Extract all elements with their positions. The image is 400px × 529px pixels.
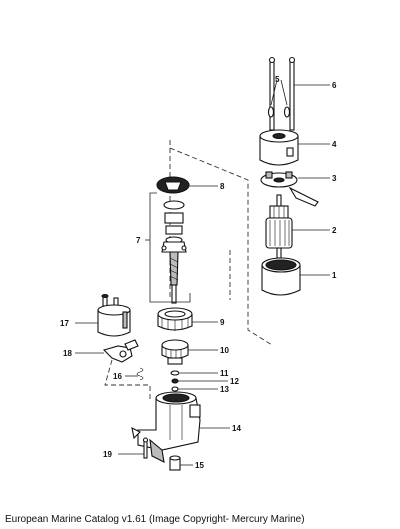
part-19-pin (142, 437, 149, 459)
callout-3: 3 (332, 174, 337, 183)
part-5-washers (267, 106, 291, 118)
part-2-armature (265, 194, 293, 259)
assembly-guide-lines (104, 140, 273, 400)
callout-numbers: 1 2 3 4 5 6 7 8 9 10 11 12 13 14 15 16 1… (60, 75, 337, 470)
callout-2: 2 (332, 226, 337, 235)
callout-11: 11 (220, 369, 229, 378)
part-14-drive-housing (131, 391, 201, 463)
part-6-through-bolts (268, 56, 296, 131)
callout-7: 7 (136, 236, 141, 245)
callout-14: 14 (232, 424, 241, 433)
part-18-shift-lever (102, 339, 139, 363)
part-4-end-cap (259, 129, 299, 166)
callout-5: 5 (275, 75, 280, 84)
leader-lines (75, 79, 330, 466)
callout-1: 1 (332, 271, 337, 280)
part-17-solenoid (97, 293, 131, 337)
callout-18: 18 (63, 349, 72, 358)
callout-4: 4 (332, 140, 337, 149)
part-1-field-frame (261, 257, 301, 296)
callout-19: 19 (103, 450, 112, 459)
part-7-bracket (149, 192, 191, 303)
callout-12: 12 (230, 377, 239, 386)
part-9-gear-ring (157, 307, 193, 331)
part-8-shield (156, 176, 190, 194)
part-13-clip (171, 386, 179, 392)
part-11-spacer (170, 370, 180, 376)
callout-6: 6 (332, 81, 337, 90)
exploded-parts-diagram: 1 2 3 4 5 6 7 8 9 10 11 12 13 14 15 16 1… (60, 56, 337, 471)
part-16-spring (136, 367, 144, 381)
callout-15: 15 (195, 461, 204, 470)
part-7-drive-assembly (161, 200, 187, 304)
callout-8: 8 (220, 182, 225, 191)
part-12-washer (171, 378, 179, 384)
callout-10: 10 (220, 346, 229, 355)
part-10-pinion (161, 339, 189, 365)
callout-13: 13 (220, 385, 229, 394)
callout-9: 9 (220, 318, 225, 327)
part-3-brush-plate (260, 171, 319, 207)
image-caption: European Marine Catalog v1.61 (Image Cop… (5, 514, 305, 525)
callout-16: 16 (113, 372, 122, 381)
callout-17: 17 (60, 319, 69, 328)
part-15-bushing (169, 455, 181, 471)
